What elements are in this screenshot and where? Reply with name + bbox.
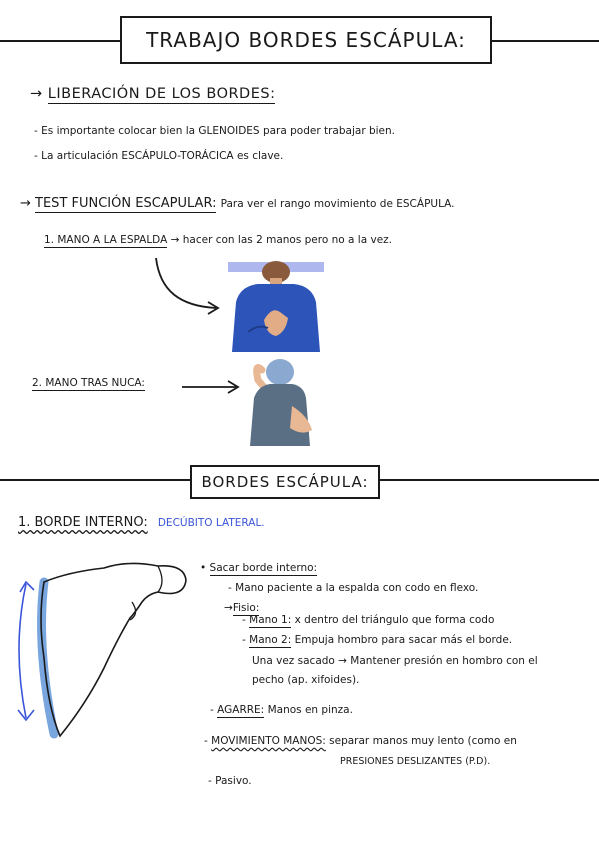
una-vez-text: Una vez sacado → Mantener presión en hom… [252,655,538,667]
presiones-text: PRESIONES DESLIZANTES (P.D). [340,756,491,767]
fisio-text: Fisio: [232,602,260,616]
test-item-1-label: 1. MANO A LA ESPALDA [44,234,168,248]
test-item-2: 2. MANO TRAS NUCA: [32,377,145,391]
sacar-row: • Sacar borde interno: [200,562,318,576]
page-title: TRABAJO BORDES ESCÁPULA: [120,16,492,64]
liberacion-bullet-1-text: Es importante colocar bien la GLENOIDES … [41,125,396,137]
mano2-label: Mano 2: [249,634,292,648]
pasivo-text: Pasivo. [215,775,252,787]
borde-position: DECÚBITO LATERAL. [157,517,265,529]
mano-paciente-text: Mano paciente a la espalda con codo en f… [235,582,479,594]
movimiento-row: - MOVIMIENTO MANOS: separar manos muy le… [204,735,517,747]
mano1-label: Mano 1: [249,614,292,628]
borde-heading: 1. BORDE INTERNO: [18,515,148,530]
liberacion-bullet-2-text: La articulación ESCÁPULO-TORÁCICA es cla… [41,150,284,162]
title-rule-left [0,40,122,42]
liberacion-bullet-1: - Es importante colocar bien la GLENOIDE… [34,125,396,137]
test-item-1: 1. MANO A LA ESPALDA → hacer con las 2 m… [44,234,393,248]
arrow-right-icon: → [170,234,183,246]
movimiento-label: MOVIMIENTO MANOS: [211,735,326,747]
agarre-row: - AGARRE: Manos en pinza. [210,704,353,718]
mano2-row: - Mano 2: Empuja hombro para sacar más e… [242,634,513,648]
borde-heading-row: 1. BORDE INTERNO: DECÚBITO LATERAL. [18,515,265,530]
section2-rule-right [378,479,599,481]
liberacion-heading-row: → LIBERACIÓN DE LOS BORDES: [30,86,276,104]
mano-paciente-row: - Mano paciente a la espalda con codo en… [228,582,479,594]
title-rule-right [490,40,599,42]
sacar-text: Sacar borde interno: [209,562,318,576]
mano1-row: - Mano 1: x dentro del triángulo que for… [242,614,495,628]
agarre-text: Manos en pinza. [267,704,353,716]
pecho-row: pecho (ap. xifoides). [252,674,359,686]
una-vez-row: Una vez sacado → Mantener presión en hom… [252,655,538,667]
movimiento-text: separar manos muy lento (como en [329,735,517,747]
liberacion-bullet-2: - La articulación ESCÁPULO-TORÁCICA es c… [34,150,284,162]
arrow-right-icon: → [30,86,48,102]
mano2-text: Empuja hombro para sacar más el borde. [294,634,513,646]
test-heading: TEST FUNCIÓN ESCAPULAR: [35,196,217,213]
test-heading-desc: Para ver el rango movimiento de ESCÁPULA… [220,198,455,210]
mano1-text: x dentro del triángulo que forma codo [294,614,495,626]
presiones-row: PRESIONES DESLIZANTES (P.D). [340,756,490,767]
test-item-1-desc: hacer con las 2 manos pero no a la vez. [182,234,393,246]
scapula-drawing [17,562,187,739]
arrow-right-icon: → [224,602,233,614]
test-heading-row: → TEST FUNCIÓN ESCAPULAR: Para ver el ra… [20,196,455,213]
fisio-row: →Fisio: [224,602,260,616]
hand-behind-neck-image [250,359,312,446]
section2-rule-left [0,479,192,481]
section2-title: BORDES ESCÁPULA: [190,465,380,499]
curved-arrow-icon [155,257,220,315]
arrow-right-icon: → [20,196,36,211]
agarre-label: AGARRE: [217,704,265,718]
pecho-text: pecho (ap. xifoides). [252,674,360,686]
liberacion-heading: LIBERACIÓN DE LOS BORDES: [47,86,276,104]
test-item-2-label: 2. MANO TRAS NUCA: [32,377,145,391]
arrow-right-icon [182,380,240,394]
pasivo-row: - Pasivo. [208,775,252,787]
hand-behind-back-image [228,261,324,352]
